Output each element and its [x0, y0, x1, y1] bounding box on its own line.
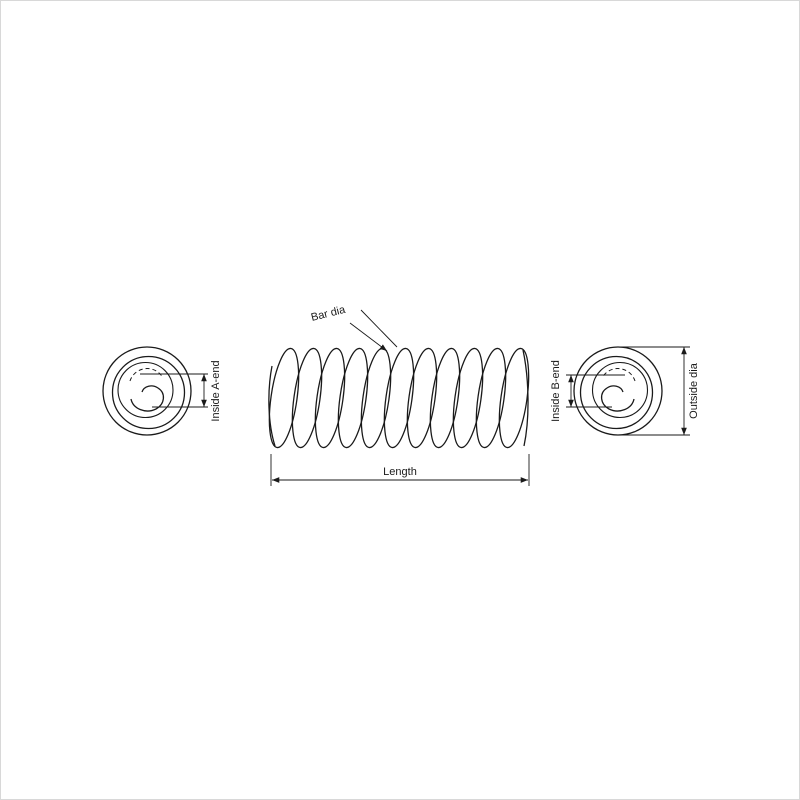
- inner-coil-circle: [591, 361, 649, 419]
- inner-coil-circle: [117, 361, 174, 419]
- spring-side-view: Bar dia Length: [268, 304, 530, 486]
- coil-ellipse: [383, 347, 415, 449]
- length-dimension: Length: [270, 454, 530, 486]
- hidden-wire-dashed-arc: [129, 368, 164, 382]
- spring-end-left: [268, 365, 276, 447]
- inside-b-dimension: [566, 374, 625, 408]
- middle-coil-circle: [579, 355, 654, 430]
- spring-end-right: [522, 349, 529, 447]
- right-end-view: Inside B-end Outside dia: [550, 346, 700, 436]
- coil-ellipse: [452, 347, 484, 449]
- bar-dia-leader: [360, 309, 398, 348]
- coil-ellipse: [314, 347, 346, 449]
- bar-dia-callout: Bar dia: [310, 304, 398, 352]
- coil-ellipse: [360, 347, 392, 449]
- coil-ellipse: [268, 347, 300, 449]
- outside-dia-label: Outside dia: [688, 362, 700, 419]
- outer-coil-circle: [102, 346, 192, 436]
- bar-dia-leader: [349, 322, 388, 352]
- wire-hook: [130, 385, 165, 412]
- left-end-view: Inside A-end: [102, 346, 222, 436]
- inside-a-dimension: [140, 373, 208, 408]
- coil-ellipse: [429, 347, 461, 449]
- inside-a-label: Inside A-end: [210, 360, 222, 421]
- coil-ellipse: [337, 347, 369, 449]
- outside-dia-dimension: [620, 346, 690, 436]
- wire-hook: [600, 385, 635, 412]
- coil-ellipse: [406, 347, 438, 449]
- coil-ellipse: [498, 347, 530, 449]
- coil-ellipse: [475, 347, 507, 449]
- coil-ellipse: [291, 347, 323, 449]
- outer-coil-circle: [573, 346, 663, 436]
- hidden-wire-dashed-arc: [601, 368, 636, 382]
- middle-coil-circle: [111, 355, 186, 430]
- bar-dia-label: Bar dia: [310, 304, 348, 324]
- length-label: Length: [383, 466, 417, 478]
- inside-b-label: Inside B-end: [550, 360, 562, 422]
